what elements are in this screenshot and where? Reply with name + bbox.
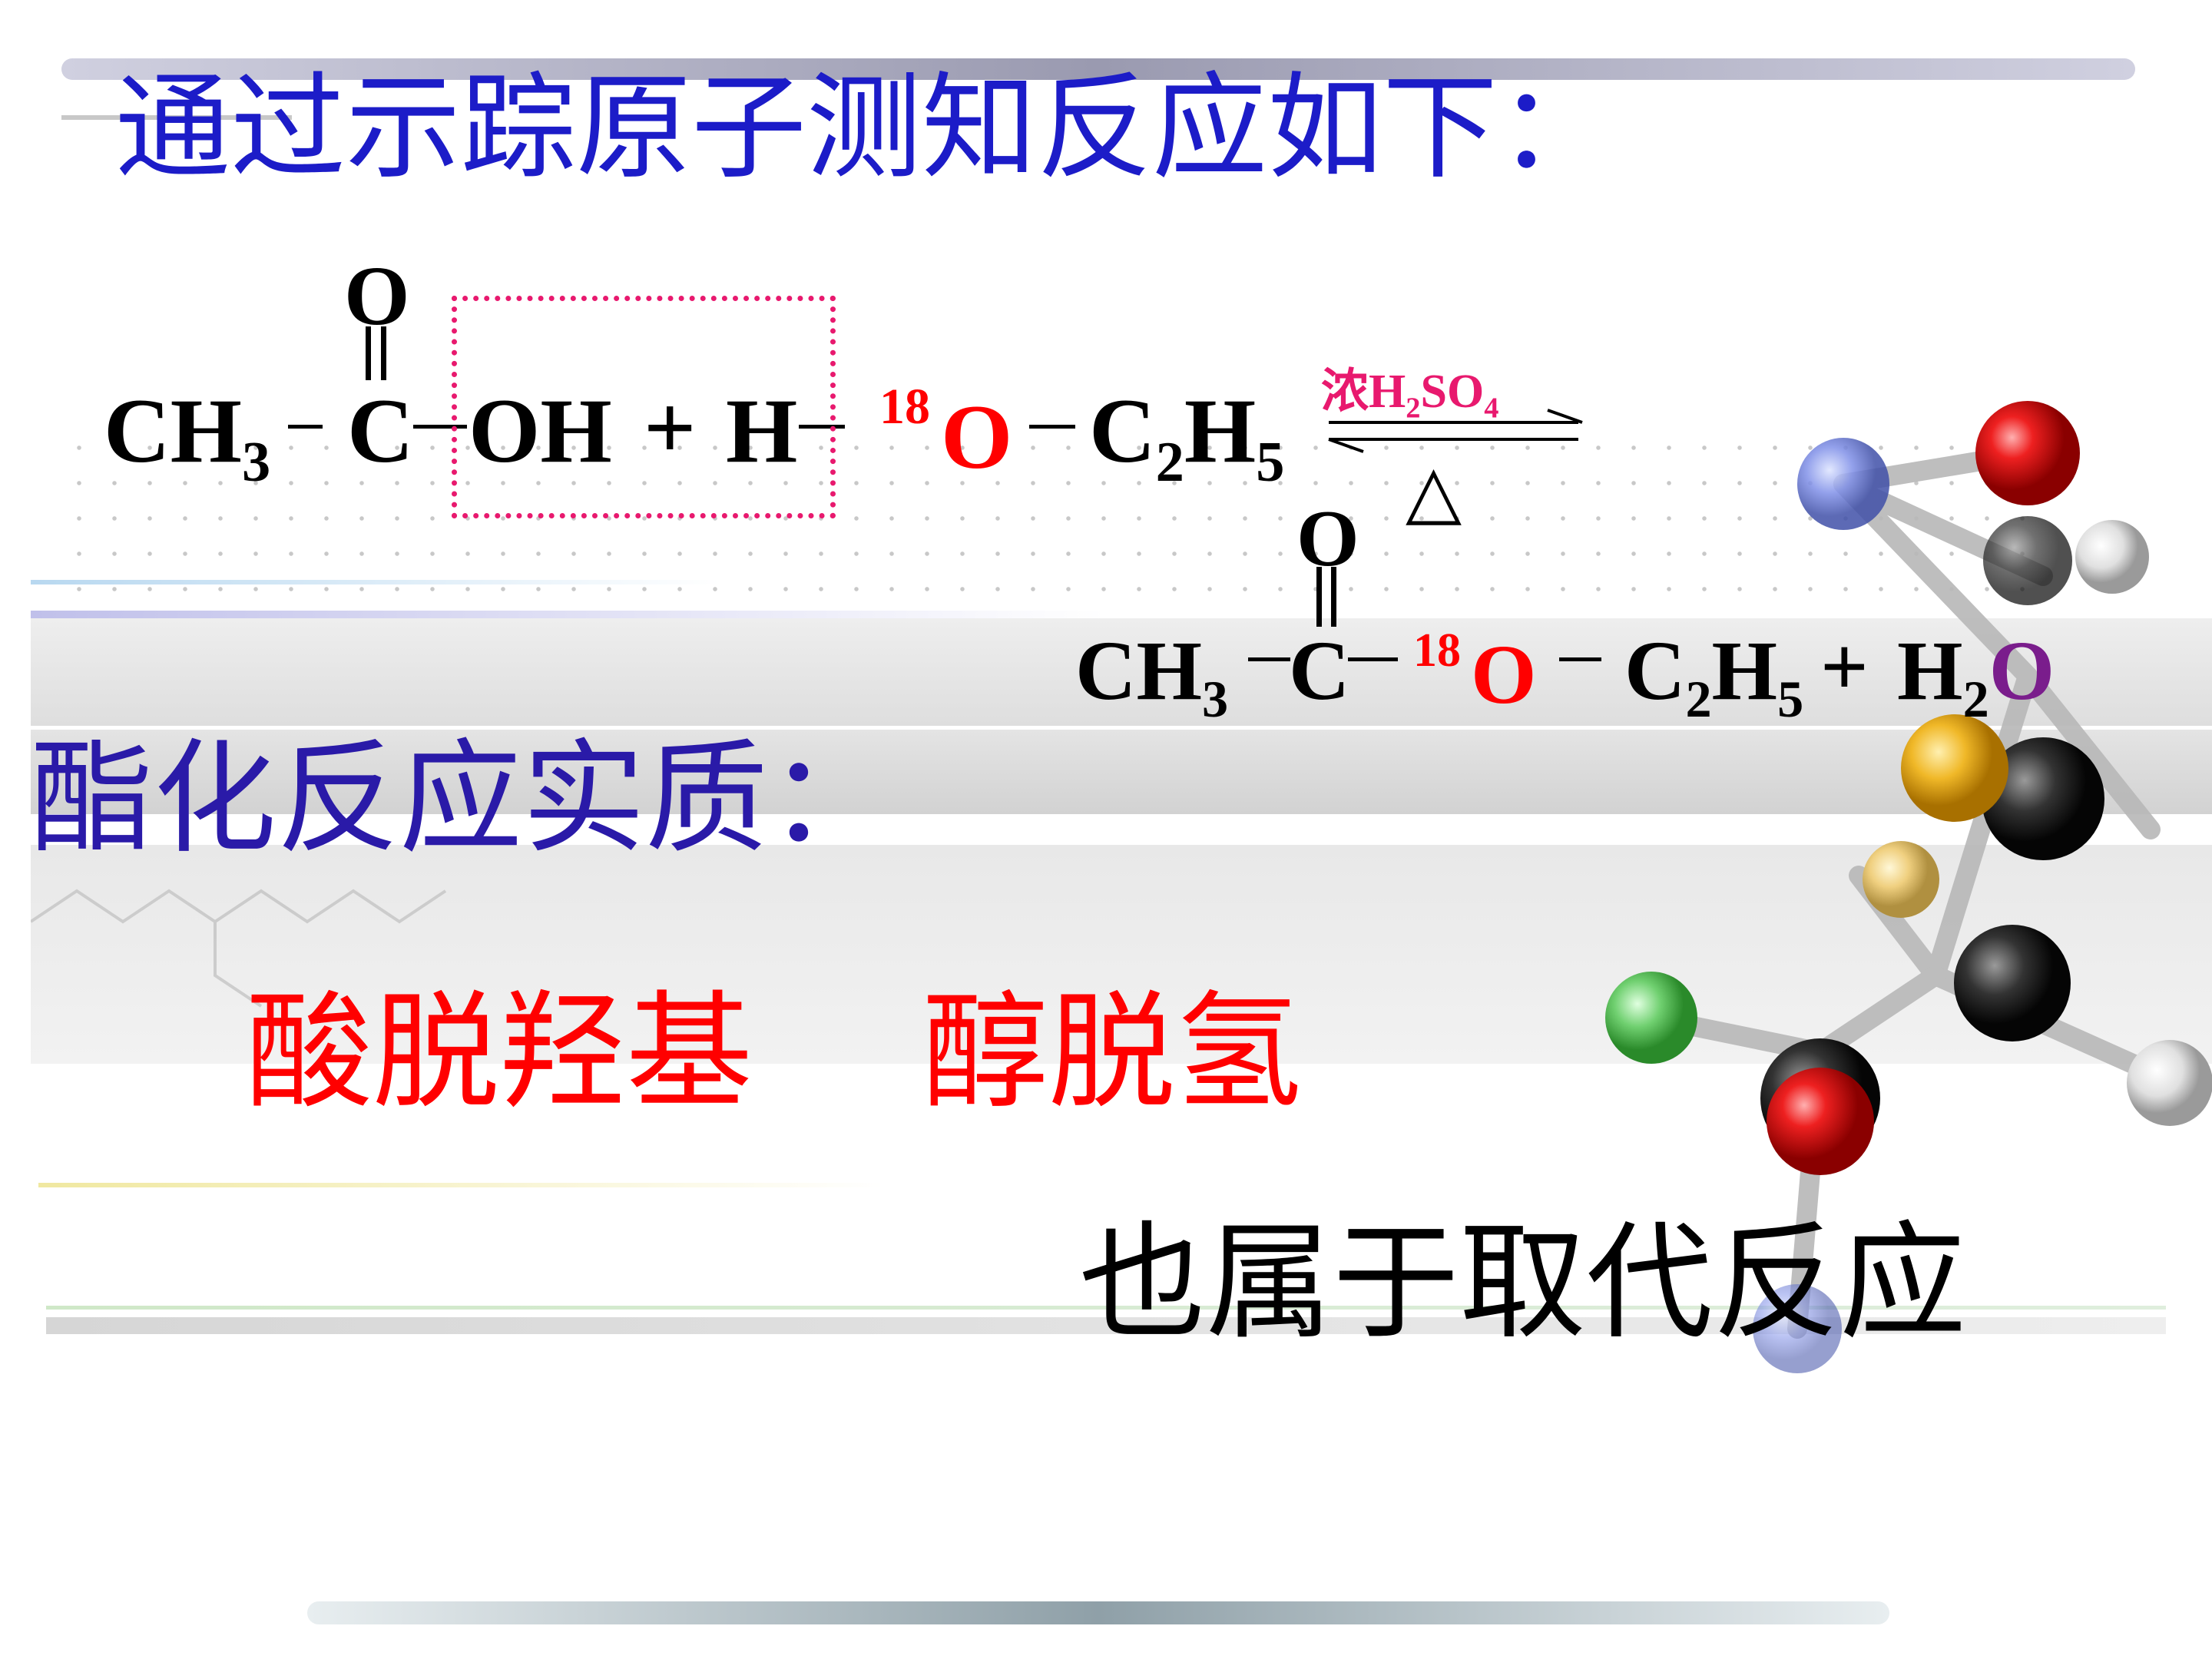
removed-groups-box	[452, 296, 836, 518]
atom-red-top	[1975, 401, 2080, 505]
reversible-arrow	[1328, 409, 1583, 453]
ethyl-group: C2H5	[1089, 379, 1285, 494]
catalyst-label: 浓H2SO4	[1321, 363, 1499, 425]
reactant-ch3: CH3	[104, 379, 271, 494]
water-molecule: H2O	[1897, 624, 2055, 728]
heat-symbol: △	[1406, 451, 1462, 532]
page-title: 通过示踪原子测知反应如下：	[115, 61, 1614, 195]
yellow-accent-line	[38, 1183, 883, 1187]
isotope-18-label: 18	[879, 379, 930, 435]
green-accent-line	[46, 1306, 2166, 1310]
double-bond-left	[366, 326, 371, 380]
bond-c-oh	[413, 425, 467, 429]
gray-band-lower	[31, 730, 2212, 814]
gray-band-upper	[31, 618, 2212, 726]
atom-black-lower	[1954, 925, 2071, 1041]
oxygen-18: O	[941, 386, 1013, 488]
product-bond-o-c2h5	[1559, 657, 1601, 661]
hydroxyl-group: OH	[469, 379, 612, 482]
purple-accent-line	[31, 611, 1106, 618]
atom-blue-top	[1797, 438, 1889, 530]
product-bond-c-o	[1348, 657, 1398, 661]
product-plus-sign: +	[1820, 620, 1869, 714]
atom-yellow	[1901, 714, 2008, 822]
essence-title: 酯化反应实质：	[31, 727, 892, 870]
bond-ch3-c	[288, 425, 323, 429]
atom-red-bottom	[1767, 1068, 1874, 1175]
bottom-bar	[307, 1601, 1889, 1624]
plus-sign: +	[644, 376, 697, 478]
atom-gray-top	[1983, 516, 2072, 605]
atom-white-right	[2127, 1040, 2212, 1126]
acid-removes-hydroxyl: 酸脱羟基	[246, 979, 753, 1126]
conclusion-text: 也属于取代反应	[1079, 1209, 1966, 1356]
molecule-illustration	[1605, 401, 2212, 1373]
product-double-bond-left	[1316, 567, 1322, 627]
product-double-bond-right	[1331, 567, 1336, 627]
alcohol-removes-hydrogen: 醇脱氢	[922, 979, 1302, 1126]
atom-green	[1605, 972, 1697, 1064]
carbonyl-oxygen: O	[344, 249, 410, 343]
atom-white-top	[2075, 520, 2149, 594]
alcohol-hydrogen: H	[726, 379, 798, 482]
carbonyl-carbon: C	[347, 379, 414, 482]
atom-blue-bottom	[1753, 1284, 1842, 1373]
product-ethyl-group: C2H5	[1624, 624, 1804, 728]
gray-accent-line	[46, 1317, 2166, 1334]
product-carbonyl-oxygen: O	[1296, 493, 1359, 583]
bond-h-o	[799, 425, 845, 429]
product-ch3: CH3	[1075, 624, 1229, 728]
atom-black-mid	[1982, 737, 2104, 860]
skeletal-structure-watermark	[31, 889, 447, 1008]
dot-grid	[61, 430, 2028, 630]
product-bond-ch3-c	[1248, 657, 1290, 661]
blue-accent-line	[31, 580, 722, 584]
product-isotope-18-label: 18	[1413, 624, 1461, 677]
top-thin-line	[61, 115, 292, 120]
top-gray-bar	[61, 58, 2135, 80]
product-carbon: C	[1289, 624, 1350, 717]
atom-light-yellow	[1863, 841, 1939, 918]
bond-o-c2h5	[1029, 425, 1075, 429]
double-bond-right	[381, 326, 386, 380]
product-oxygen-18: O	[1471, 628, 1537, 721]
